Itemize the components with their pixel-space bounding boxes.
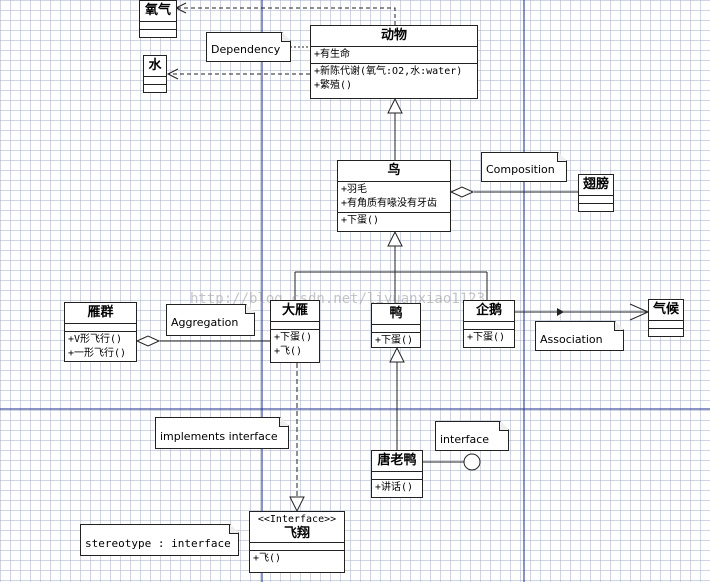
- note-composition[interactable]: Composition: [481, 152, 567, 182]
- class-penguin-name: 企鹅: [464, 301, 514, 322]
- class-bird-attr: +有角质有喙没有牙齿: [341, 198, 438, 209]
- class-bird-ops: +下蛋(): [338, 213, 450, 229]
- class-penguin[interactable]: 企鹅 +下蛋(): [463, 300, 515, 348]
- class-donald[interactable]: 唐老鸭 +讲话(): [371, 450, 423, 498]
- note-aggregation-text: Aggregation: [171, 316, 239, 329]
- dependency-oxygen-line: [176, 7, 396, 25]
- class-oxygen-name: 氧气: [140, 1, 176, 22]
- class-water[interactable]: 水: [143, 55, 167, 93]
- class-fly-stereotype: <<Interface>>: [257, 514, 337, 525]
- class-goose-flock-op: +V形飞行(): [68, 334, 123, 345]
- note-interface[interactable]: interface: [435, 421, 509, 451]
- note-composition-text: Composition: [486, 163, 555, 176]
- class-bird-name: 鸟: [338, 161, 450, 182]
- class-bird[interactable]: 鸟 +羽毛 +有角质有喙没有牙齿 +下蛋(): [337, 160, 451, 232]
- class-donald-op: +讲话(): [375, 482, 414, 493]
- note-fold-icon: [557, 153, 566, 162]
- class-climate-ops: [649, 329, 683, 336]
- class-oxygen-ops: [140, 30, 176, 37]
- class-goose-flock-attrs: [65, 324, 136, 332]
- class-goose-op: +下蛋(): [274, 332, 313, 343]
- class-wing-name: 翅膀: [579, 175, 613, 196]
- class-animal-attr: +有生命: [314, 49, 351, 60]
- note-fold-icon: [229, 525, 238, 534]
- class-fly-op: +飞(): [253, 553, 282, 564]
- note-dependency[interactable]: Dependency: [206, 32, 291, 62]
- class-duck[interactable]: 鸭 +下蛋(): [371, 303, 421, 348]
- inherit-bird-triangle: [387, 97, 403, 114]
- class-goose-name: 大雁: [271, 301, 319, 322]
- class-water-name: 水: [144, 56, 166, 77]
- class-duck-name: 鸭: [372, 304, 420, 325]
- note-fold-icon: [245, 305, 254, 314]
- note-fold-icon: [281, 33, 290, 42]
- class-fly-name: 飞翔: [283, 526, 310, 541]
- class-fly-ops: +飞(): [250, 551, 344, 567]
- note-dependency-text: Dependency: [211, 43, 281, 56]
- class-animal-op: +繁殖(): [314, 80, 353, 91]
- inherit-donald-triangle: [389, 346, 405, 363]
- class-penguin-ops: +下蛋(): [464, 330, 514, 346]
- class-goose-flock-ops: +V形飞行() +一形飞行(): [65, 332, 136, 362]
- class-goose[interactable]: 大雁 +下蛋() +飞(): [270, 300, 320, 363]
- class-water-attrs: [144, 77, 166, 85]
- class-donald-ops: +讲话(): [372, 480, 422, 496]
- note-implements-text: implements interface: [160, 430, 278, 443]
- class-wing-ops: [579, 204, 613, 211]
- note-association[interactable]: Association: [535, 321, 624, 351]
- composition-diamond: [449, 186, 475, 198]
- note-fold-icon: [279, 418, 288, 427]
- class-bird-op: +下蛋(): [341, 215, 380, 226]
- class-duck-ops: +下蛋(): [372, 333, 420, 349]
- class-donald-attrs: [372, 472, 422, 480]
- class-fly-attrs: [250, 543, 344, 551]
- dependency-water-arrow: [166, 68, 179, 80]
- class-goose-flock[interactable]: 雁群 +V形飞行() +一形飞行(): [64, 302, 137, 362]
- class-oxygen-attrs: [140, 22, 176, 30]
- class-animal[interactable]: 动物 +有生命 +新陈代谢(氧气:O2,水:water) +繁殖(): [310, 25, 478, 99]
- class-wing-attrs: [579, 196, 613, 204]
- class-penguin-op: +下蛋(): [467, 332, 506, 343]
- note-stereotype-text: stereotype : interface: [85, 537, 231, 550]
- class-goose-ops: +下蛋() +飞(): [271, 330, 319, 360]
- note-implements[interactable]: implements interface: [155, 417, 289, 449]
- note-fold-icon: [614, 322, 623, 331]
- class-donald-name: 唐老鸭: [372, 451, 422, 472]
- class-goose-flock-op: +一形飞行(): [68, 348, 127, 359]
- class-bird-attrs: +羽毛 +有角质有喙没有牙齿: [338, 182, 450, 213]
- realization-triangle: [289, 496, 305, 513]
- note-association-text: Association: [540, 333, 603, 346]
- note-interface-text: interface: [440, 433, 490, 446]
- class-animal-attrs: +有生命: [311, 47, 477, 64]
- class-fly[interactable]: <<Interface>> 飞翔 +飞(): [249, 511, 345, 573]
- class-goose-attrs: [271, 322, 319, 330]
- class-animal-name: 动物: [311, 26, 477, 47]
- class-goose-op: +飞(): [274, 346, 303, 357]
- class-penguin-attrs: [464, 322, 514, 330]
- note-fold-icon: [499, 422, 508, 431]
- interface-lollipop-circle: [463, 453, 481, 471]
- class-animal-op: +新陈代谢(氧气:O2,水:water): [314, 66, 463, 77]
- association-direction-marker: [557, 308, 564, 316]
- class-goose-flock-name: 雁群: [65, 303, 136, 324]
- class-duck-op: +下蛋(): [375, 335, 414, 346]
- class-oxygen[interactable]: 氧气: [139, 0, 177, 38]
- class-water-ops: [144, 85, 166, 92]
- class-animal-ops: +新陈代谢(氧气:O2,水:water) +繁殖(): [311, 64, 477, 94]
- class-fly-header: <<Interface>> 飞翔: [250, 512, 344, 543]
- class-climate[interactable]: 气候: [648, 299, 684, 337]
- inherit-trunk-triangle: [387, 230, 403, 247]
- class-wing[interactable]: 翅膀: [578, 174, 614, 212]
- note-aggregation[interactable]: Aggregation: [166, 304, 255, 336]
- aggregation-diamond: [135, 335, 161, 347]
- class-duck-attrs: [372, 325, 420, 333]
- class-climate-name: 气候: [649, 300, 683, 321]
- class-bird-attr: +羽毛: [341, 184, 368, 195]
- class-climate-attrs: [649, 321, 683, 329]
- note-stereotype[interactable]: stereotype : interface: [80, 524, 239, 556]
